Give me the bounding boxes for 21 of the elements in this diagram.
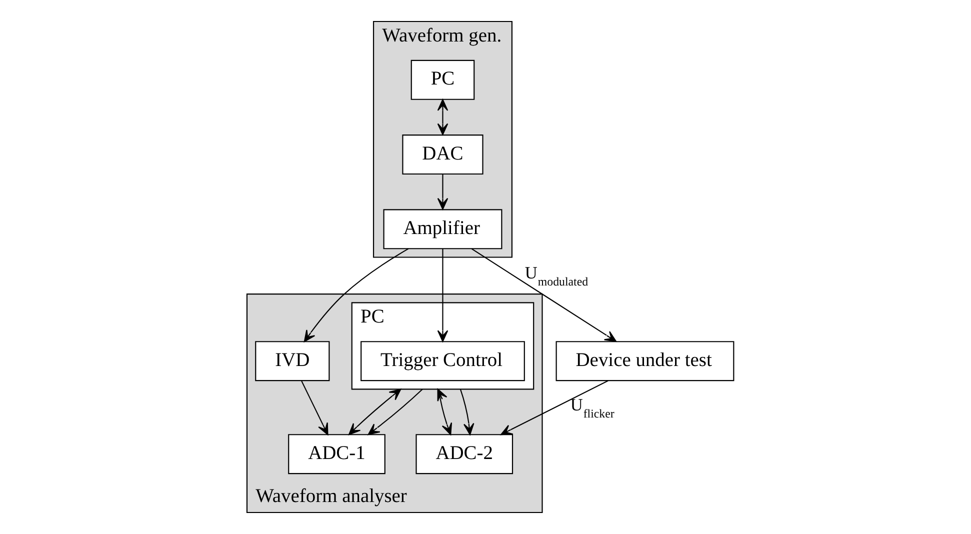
- edge-label: U$_{flicker}$: [570, 396, 614, 421]
- node-box: Device under test: [555, 341, 734, 382]
- arrow: [459, 389, 474, 436]
- arrow: [470, 248, 616, 342]
- arrow: [436, 388, 452, 436]
- arrow: [436, 248, 448, 342]
- arrow: [303, 248, 408, 342]
- arrow: [367, 388, 422, 436]
- node-box: PC: [410, 60, 474, 100]
- node-box: Trigger Control: [360, 341, 524, 382]
- edge-label: U$_{modulated}$: [524, 264, 588, 289]
- arrow: [500, 380, 608, 436]
- node-box: ADC-2: [415, 434, 513, 474]
- arrow: [436, 174, 448, 210]
- arrow: [300, 380, 328, 436]
- node-box: ADC-1: [288, 434, 385, 474]
- node-box: Amplifier: [382, 209, 502, 250]
- arrow: [348, 388, 401, 435]
- node-box: DAC: [402, 134, 483, 175]
- node-box: IVD: [254, 341, 330, 382]
- arrow: [436, 99, 448, 136]
